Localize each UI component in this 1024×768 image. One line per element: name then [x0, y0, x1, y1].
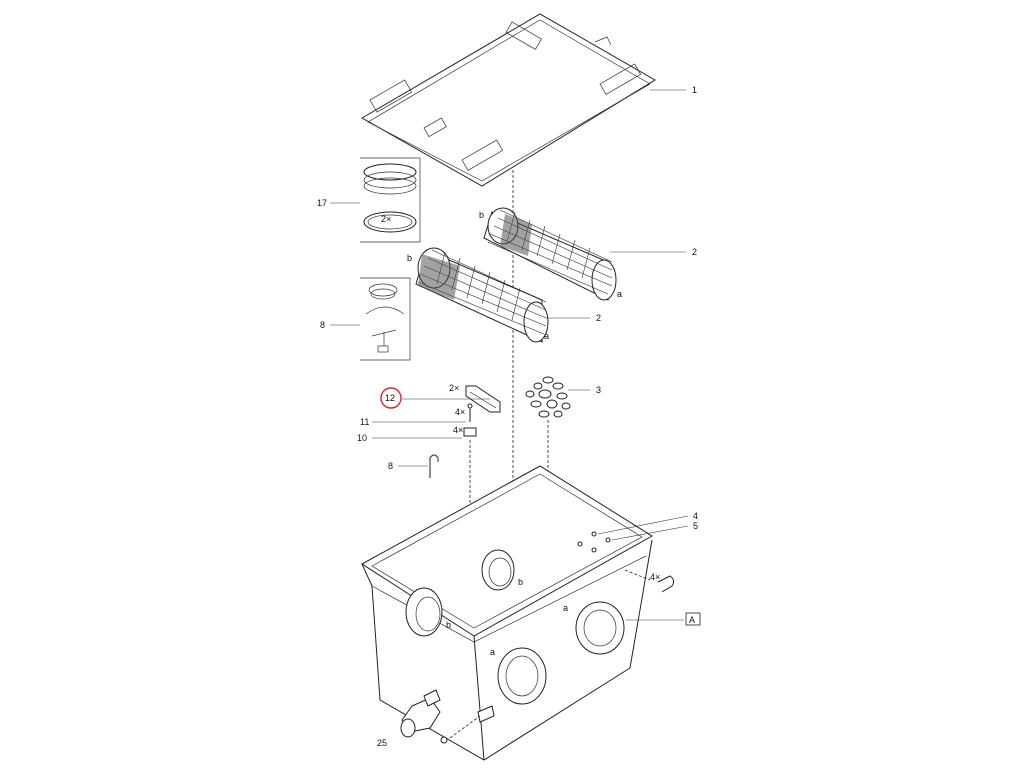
callout-10: 10	[357, 433, 367, 443]
qty-10: 4×	[453, 425, 463, 435]
callout-A-box	[685, 612, 701, 626]
callout-8-upper: 8	[320, 320, 325, 330]
qty-17: 2×	[381, 214, 391, 224]
callout-4: 4	[693, 511, 698, 521]
part-17-ring-set[interactable]	[360, 157, 421, 243]
port-b-lower-tube: b	[407, 253, 412, 263]
hook-pin-part-8[interactable]	[429, 454, 439, 478]
filter-media-part-3[interactable]	[525, 376, 571, 418]
drain-valve-part-25[interactable]	[400, 689, 495, 744]
part-8-fitting-set[interactable]	[360, 277, 411, 361]
clip-part-10[interactable]	[463, 427, 477, 437]
mesh-tube-part-2-lower[interactable]	[415, 247, 549, 343]
screws-part-4-5[interactable]	[577, 531, 611, 553]
callout-5: 5	[693, 521, 698, 531]
port-b-left: b	[446, 620, 451, 630]
qty-4-handle: 4×	[650, 572, 660, 582]
front-port-a[interactable]	[497, 647, 547, 705]
callout-12: 12	[385, 393, 395, 403]
callout-3: 3	[596, 385, 601, 395]
port-a-upper-tube: a	[617, 289, 622, 299]
callout-8-lower: 8	[388, 461, 393, 471]
callout-11: 11	[360, 417, 369, 427]
port-a-right: a	[563, 603, 568, 613]
lid-part-1[interactable]	[360, 13, 656, 187]
callout-25: 25	[377, 738, 387, 748]
callout-1: 1	[692, 85, 697, 95]
handle-part[interactable]	[657, 575, 675, 593]
callout-A: A	[689, 615, 695, 625]
port-a-front: a	[490, 647, 495, 657]
port-b-inner: b	[518, 577, 523, 587]
callout-2-lower: 2	[596, 313, 601, 323]
inner-port-b[interactable]	[481, 549, 515, 591]
port-b-upper-tube: b	[479, 210, 484, 220]
highlight-ring-12	[380, 387, 402, 409]
side-port-left-b[interactable]	[405, 587, 443, 637]
port-a-lower-tube: a	[544, 331, 549, 341]
qty-12: 2×	[449, 383, 459, 393]
side-port-right-a[interactable]	[575, 601, 625, 655]
screw-part-11[interactable]	[467, 403, 473, 422]
mesh-tube-part-2-upper[interactable]	[483, 207, 617, 301]
callout-2-upper: 2	[692, 247, 697, 257]
qty-11: 4×	[455, 407, 465, 417]
callout-17: 17	[317, 198, 327, 208]
